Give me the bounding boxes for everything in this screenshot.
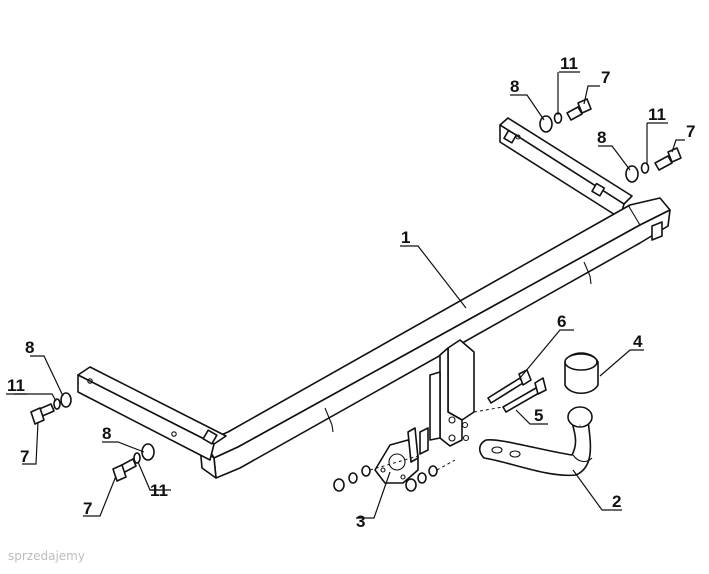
socket-plate-fasteners [333,455,456,492]
bolts-5-6 [473,369,547,413]
fastener-group-left-d [112,443,155,482]
socket-plate [374,427,429,484]
ball-neck [478,406,593,477]
callout-5: 5 [534,406,543,425]
callout-8-left-d: 8 [102,424,111,443]
fastener-group-top-b [625,147,682,183]
callout-4: 4 [633,332,643,351]
callout-11-left-c: 11 [7,376,25,395]
callout-11-top-a: 11 [560,54,578,73]
fastener-group-top-a [539,98,592,133]
callout-underlines [6,71,668,491]
callout-11-top-b: 11 [648,105,666,124]
right-mounting-bracket [499,117,633,219]
callout-8-left-c: 8 [25,338,34,357]
fastener-group-left-c [30,392,72,425]
left-mounting-bracket [77,366,227,461]
callout-labels: 1 2 3 4 5 6 7 7 7 7 8 8 8 8 11 11 11 11 [7,54,695,531]
ball-cap [564,352,599,395]
callout-3: 3 [356,512,365,531]
callout-7-top-b: 7 [686,122,695,141]
callout-2: 2 [612,492,621,511]
callout-8-top-a: 8 [510,77,519,96]
ball-holder-plate [429,339,475,447]
callout-7-left-c: 7 [20,447,29,466]
callout-7-left-d: 7 [83,499,92,518]
callout-8-top-b: 8 [597,128,606,147]
watermark: sprzedajemy [8,549,85,563]
callout-1: 1 [401,228,410,247]
callout-6: 6 [557,312,566,331]
callout-7-top-a: 7 [601,68,610,87]
main-crossbar [199,197,671,479]
